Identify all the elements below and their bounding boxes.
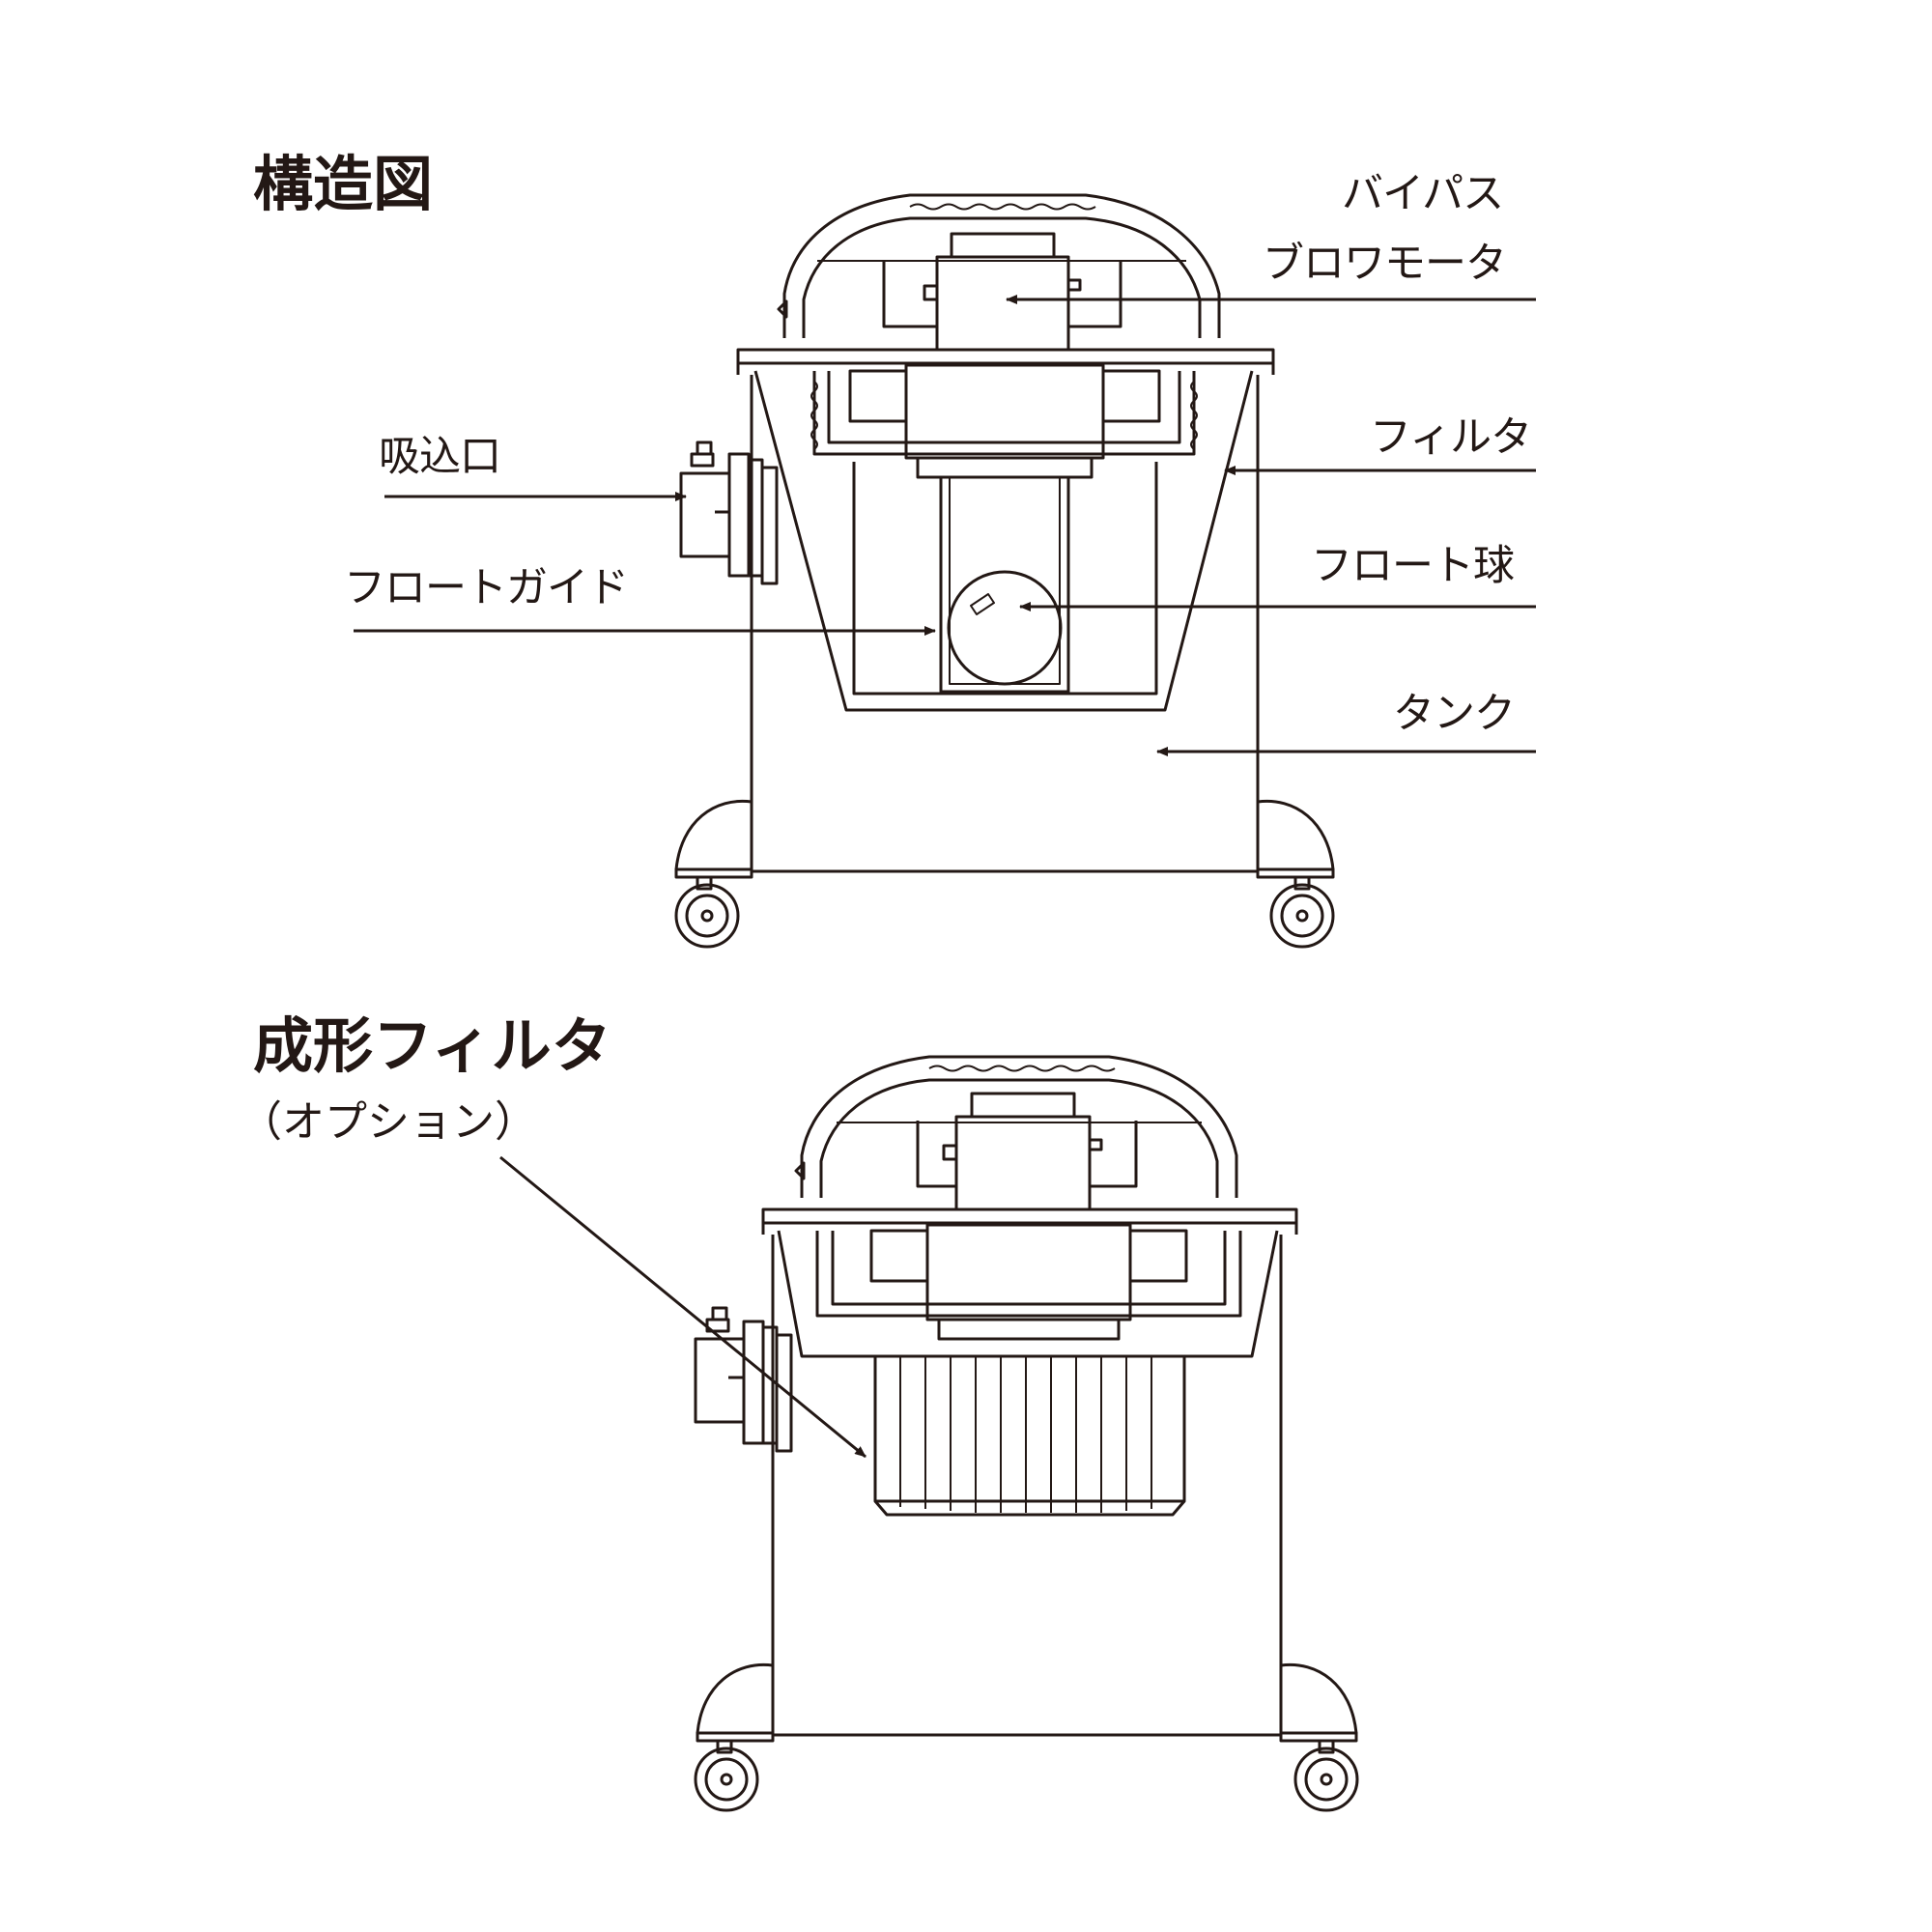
molded-filter xyxy=(873,1354,1186,1517)
leader-molded-filter xyxy=(499,1155,867,1459)
label-float-guide: フロートガイド xyxy=(344,564,629,612)
vacuum-structure-drawing xyxy=(674,193,1335,949)
filter-bowl-lower xyxy=(777,1223,1279,1358)
caster-left xyxy=(674,799,753,949)
tank-body xyxy=(750,375,1260,873)
blower-motor xyxy=(882,232,1122,352)
section-title-molded-filter: 成形フィルタ xyxy=(253,1010,611,1081)
filter-bowl xyxy=(753,363,1254,712)
caster-right xyxy=(1256,799,1335,949)
label-tank: タンク xyxy=(1393,690,1516,738)
section-title-structure: 構造図 xyxy=(253,149,434,219)
tank-body-lower xyxy=(771,1235,1283,1737)
label-inlet: 吸込口 xyxy=(379,433,501,481)
dome-cover-lower xyxy=(794,1055,1238,1198)
tank-lid-lower xyxy=(761,1208,1298,1235)
float-ball xyxy=(947,570,1063,686)
label-bypass: バイパス xyxy=(1342,170,1504,218)
caster-left-lower xyxy=(694,1662,775,1812)
leader-lines-upper xyxy=(354,295,1536,756)
caster-right-lower xyxy=(1279,1662,1359,1812)
section-subtitle-option: （オプション） xyxy=(240,1097,537,1147)
inlet xyxy=(679,440,779,585)
label-blower-motor: ブロワモータ xyxy=(1263,240,1507,288)
dome-cover xyxy=(777,193,1221,338)
blower-motor-lower xyxy=(916,1092,1138,1211)
tank-lid xyxy=(736,348,1275,375)
label-filter: フィルタ xyxy=(1370,413,1532,462)
label-float-ball: フロート球 xyxy=(1311,542,1515,590)
vacuum-molded-filter-drawing xyxy=(694,1055,1359,1812)
